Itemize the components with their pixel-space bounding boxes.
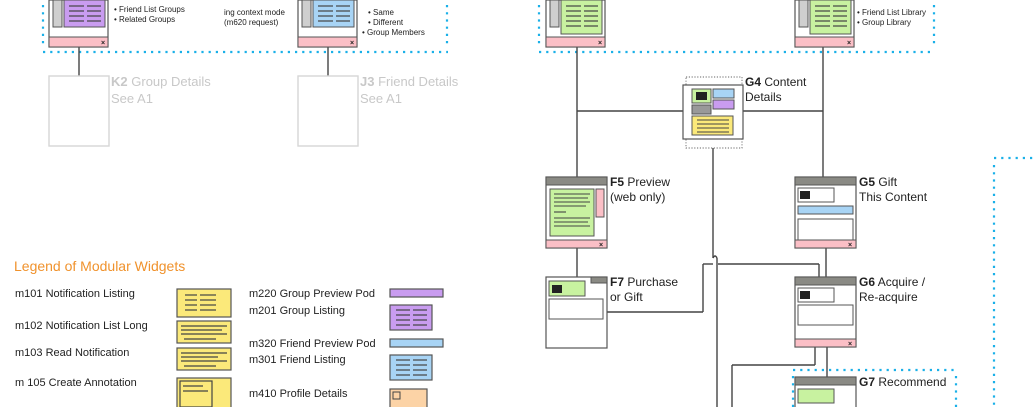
swatch-m220 [389,288,444,298]
friend-bullets: • Same • Different • Group Members [362,8,425,37]
bullet-friend-list-library: Friend List Library [862,8,927,17]
connectors [78,47,828,407]
swatch-m101 [176,288,232,318]
node-g7-box[interactable] [794,376,857,407]
window-content-library-a[interactable]: × [545,0,606,48]
dotted-region-g7 [791,368,958,407]
bullet-group-members: Group Members [367,28,425,37]
dotted-region-left [41,5,449,54]
swatch-m102 [176,320,232,344]
node-g5-box[interactable]: × [794,176,857,249]
node-f5-box[interactable]: × [545,176,608,249]
svg-text:×: × [848,341,852,348]
group-bullets: • Friend List Groups • Related Groups [114,5,185,24]
node-k2-label[interactable]: K2 Group Details See A1 [111,74,211,106]
svg-text:×: × [599,242,603,249]
legend-item-m102: m102 Notification List Long [15,320,148,332]
legend-item-m101: m101 Notification Listing [15,288,135,300]
legend-item-m220: m220 Group Preview Pod [249,288,375,300]
legend-swatches [176,288,444,407]
window-group-listing[interactable]: × [48,0,109,48]
legend-item-m320: m320 Friend Preview Pod [249,338,376,350]
legend-item-m301: m301 Friend Listing [249,354,346,366]
node-g6-label[interactable]: G6 Acquire / Re-acquire [859,275,926,304]
svg-text:×: × [350,40,354,47]
library-bullets: • Friend List Library • Group Library [857,8,927,27]
bullet-group-library: Group Library [862,18,911,27]
node-g5-label[interactable]: G5 Gift This Content [859,175,928,204]
dotted-region-right [537,5,936,54]
svg-text:×: × [101,40,105,47]
legend-item-m410: m410 Profile Details [249,388,348,400]
context-mode-note: ing context mode (m620 request) [224,8,285,27]
node-f5-label[interactable]: F5 Preview (web only) [610,175,671,204]
legend-item-m105: m 105 Create Annotation [15,377,137,389]
svg-text:×: × [847,40,851,47]
legend-title: Legend of Modular Widgets [14,258,186,274]
node-g6-box[interactable]: × [794,276,857,348]
window-friend-listing[interactable]: × [297,0,358,48]
swatch-m201 [389,304,433,331]
node-j3-label[interactable]: J3 Friend Details See A1 [360,74,459,106]
legend-item-m201: m201 Group Listing [249,305,346,317]
bullet-related-groups: Related Groups [119,15,176,24]
swatch-m103 [176,347,232,371]
bullet-same: Same [373,8,394,17]
bullet-friend-list-groups: Friend List Groups [119,5,185,14]
swatch-m105 [176,377,232,407]
swatch-m320 [389,338,444,348]
node-k2-box[interactable] [48,75,110,147]
swatch-m410 [389,388,428,407]
node-g4-label[interactable]: G4 Content Details [745,75,807,104]
window-content-library-b[interactable]: × [794,0,855,48]
node-f7-label[interactable]: F7 Purchase or Gift [610,275,679,304]
bullet-different: Different [373,18,404,27]
node-g4-box[interactable] [682,76,744,149]
svg-text:×: × [598,40,602,47]
svg-text:×: × [848,242,852,249]
dotted-region-far-right [992,156,1033,407]
node-g7-label[interactable]: G7 Recommend [859,375,947,389]
legend-item-m103: m103 Read Notification [15,347,130,359]
swatch-m301 [389,354,433,381]
node-j3-box[interactable] [297,75,359,147]
node-f7-box[interactable] [545,276,608,349]
